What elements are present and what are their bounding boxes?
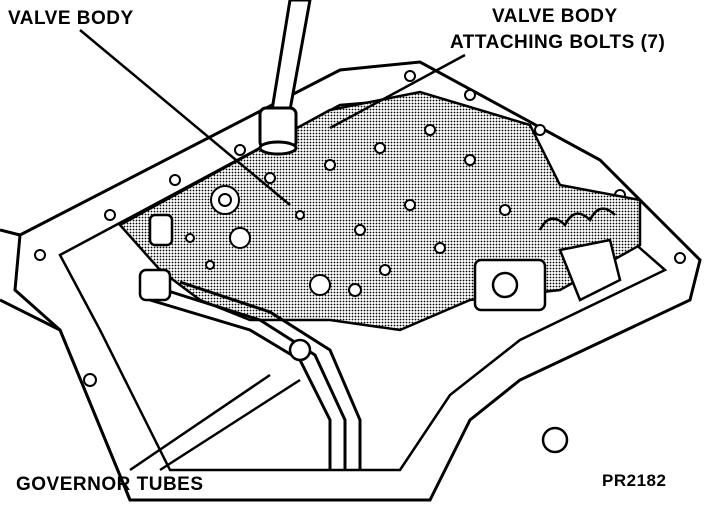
leader-lines [79, 29, 466, 472]
plate-holes [185, 124, 511, 297]
valve-body-label: VALVE BODY [8, 8, 134, 29]
governor-tubes-label: GOVERNOR TUBES [16, 474, 204, 495]
socket-wrench [258, 0, 312, 156]
attaching-bolts-label-line2: ATTACHING BOLTS (7) [450, 32, 666, 53]
attaching-bolts-label-line1: VALVE BODY [492, 6, 618, 27]
figure-code: PR2182 [602, 471, 667, 490]
detent-spring-assembly [473, 207, 622, 312]
tube-fittings [138, 213, 569, 454]
